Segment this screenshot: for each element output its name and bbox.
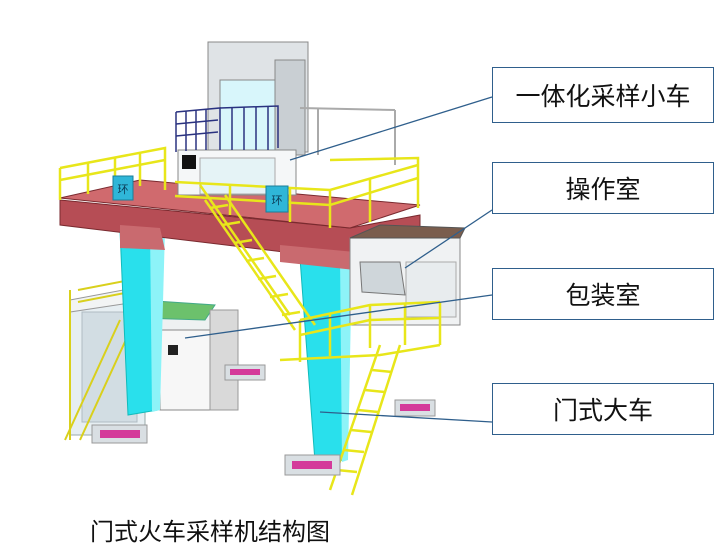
leader-lines xyxy=(184,96,493,423)
figure-caption: 门式火车采样机结构图 xyxy=(90,518,330,546)
deck-signs: 环 环 xyxy=(112,175,289,213)
callout-gantry-cart: 门式大车 xyxy=(492,383,714,435)
leader-line-packaging-room xyxy=(184,294,493,339)
wheel-bogies xyxy=(91,364,436,476)
main-stairs xyxy=(198,184,317,331)
top-deck-railings xyxy=(58,146,420,228)
gantry-legs xyxy=(119,227,352,463)
callout-sampling-trolley: 一体化采样小车 xyxy=(492,67,714,123)
sampling-trolley-tower xyxy=(175,41,396,196)
callout-packaging-room: 包装室 xyxy=(492,268,714,320)
deck-sign-right: 环 xyxy=(272,194,283,207)
leader-line-trolley xyxy=(289,96,493,161)
callout-operation-room: 操作室 xyxy=(492,162,714,214)
leader-line-gantry-cart xyxy=(319,411,493,423)
leader-line-operation-room xyxy=(404,209,493,269)
main-beam xyxy=(59,179,421,270)
deck-sign-left: 环 xyxy=(118,183,129,196)
